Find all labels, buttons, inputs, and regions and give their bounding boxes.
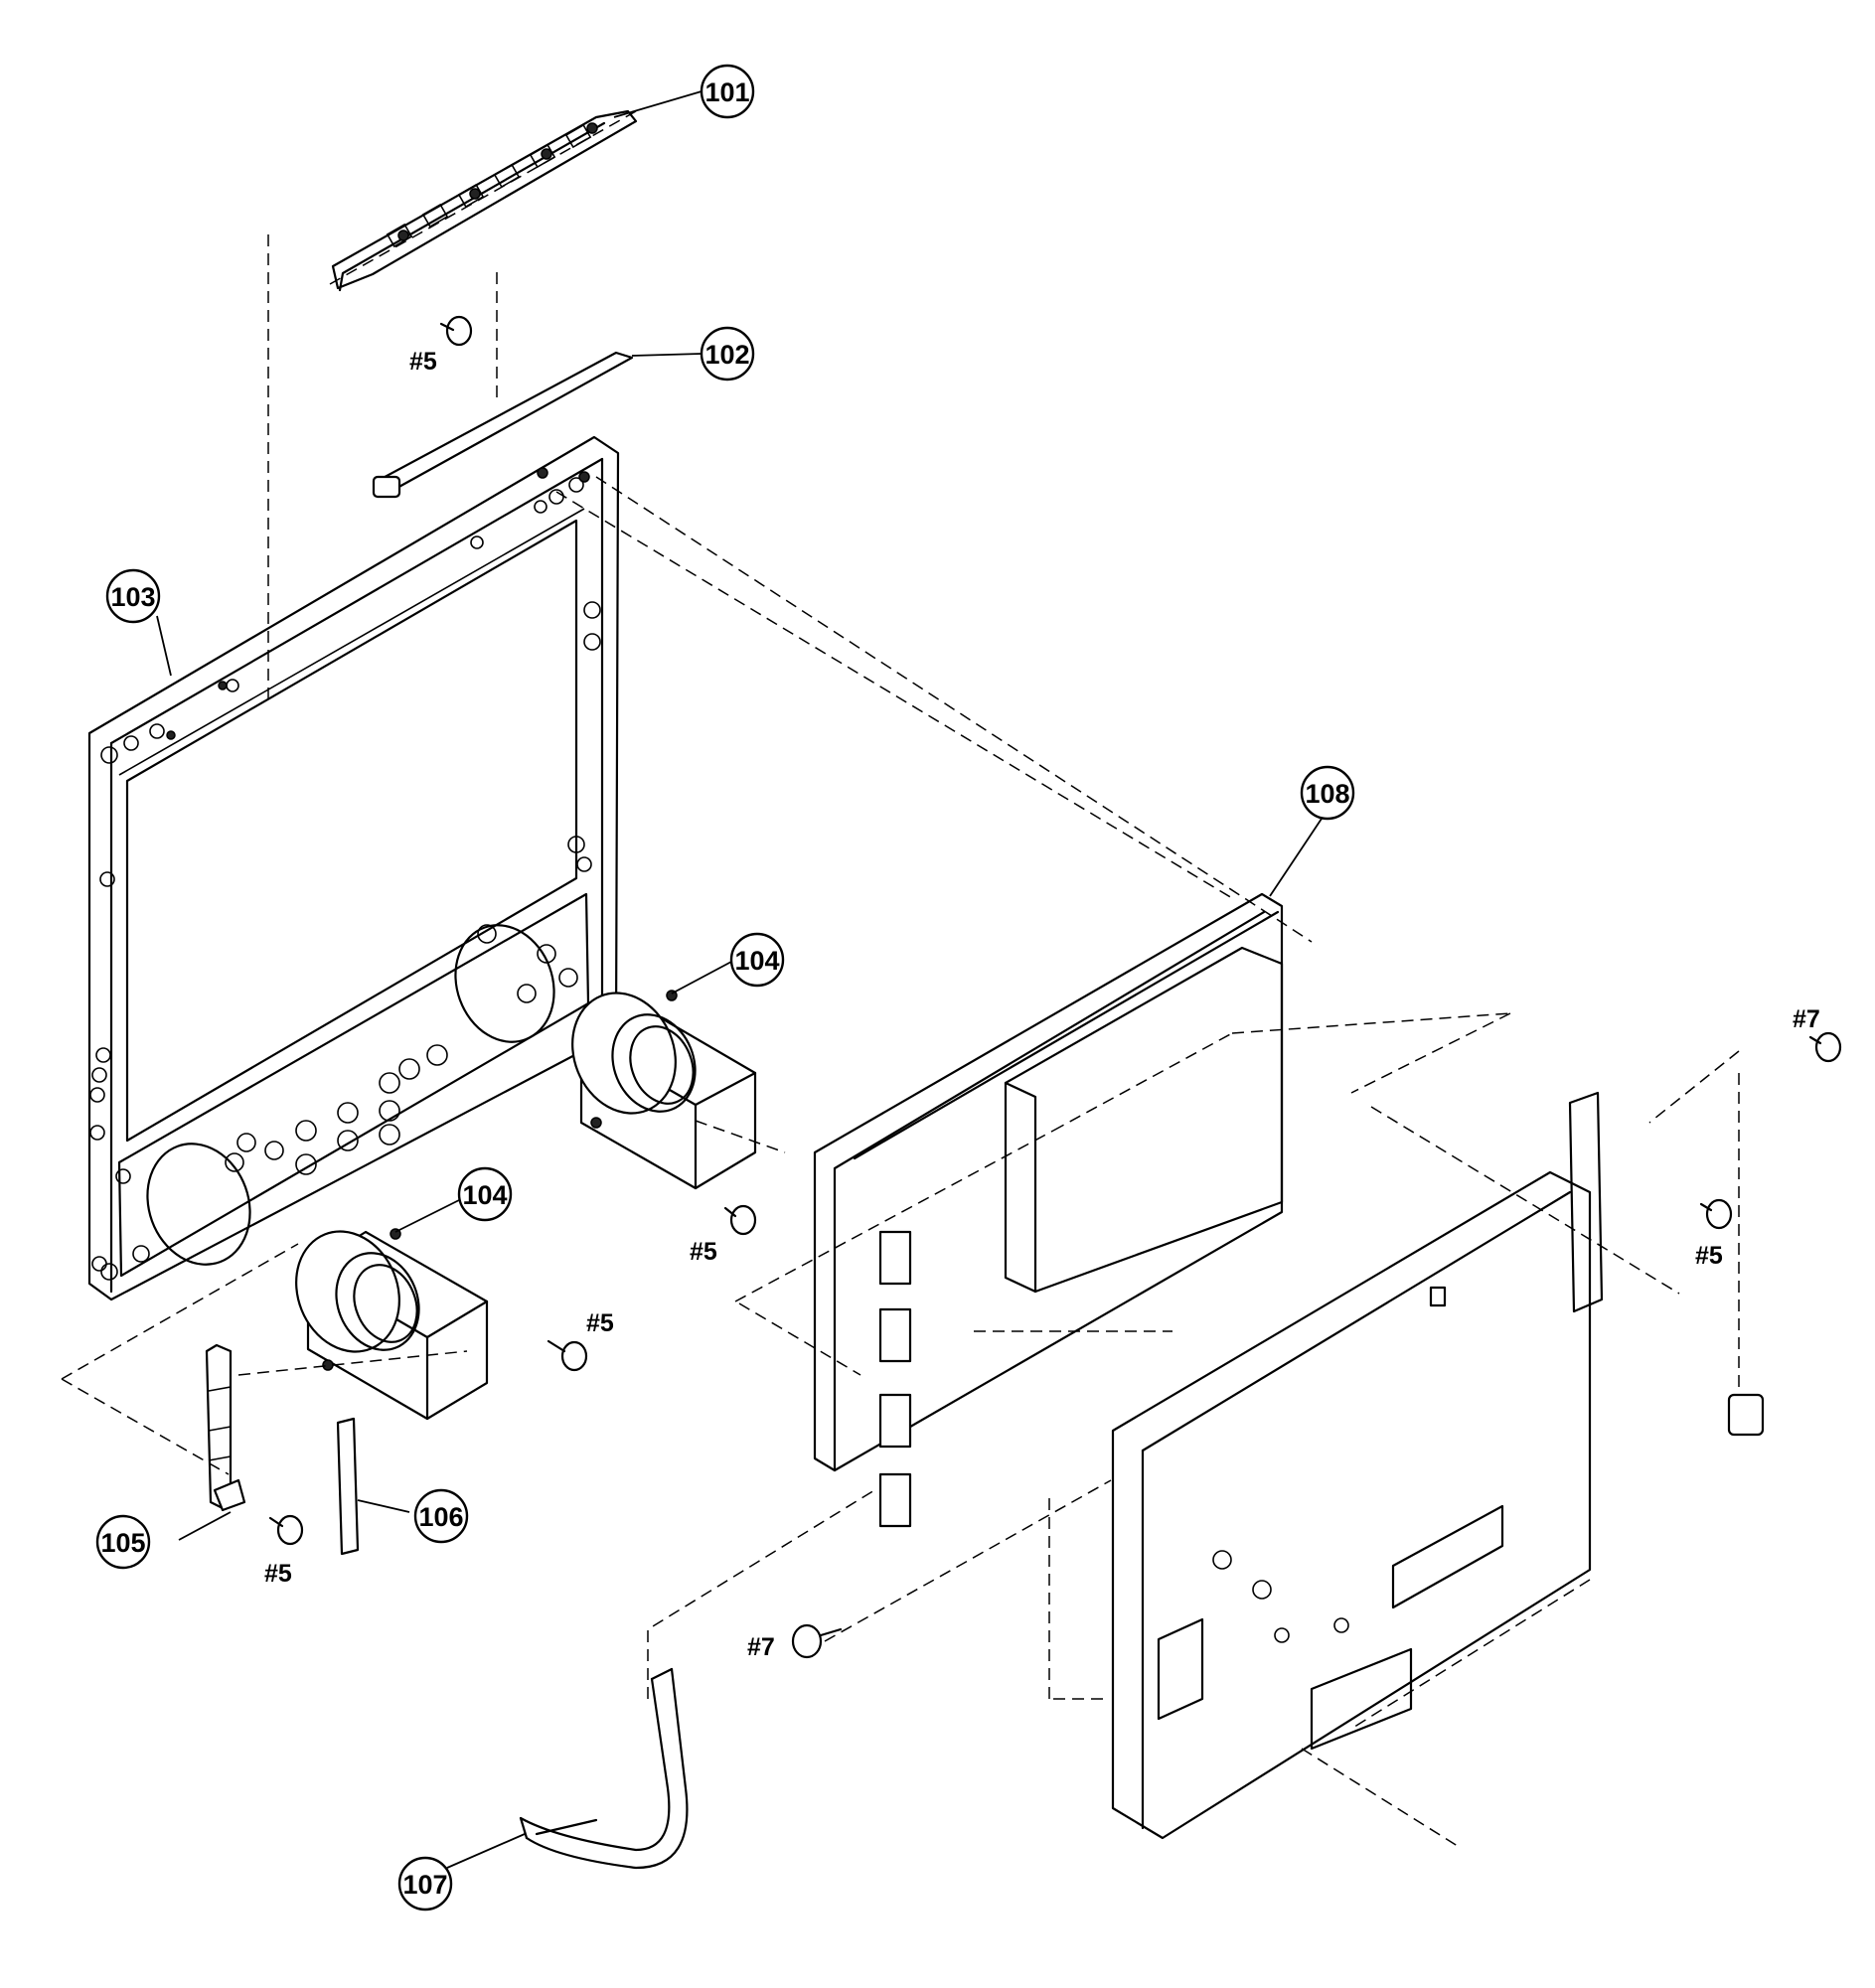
callout-106: 106 bbox=[413, 1488, 469, 1544]
svg-text:104: 104 bbox=[734, 946, 779, 976]
screw-label-7-bottom: #7 bbox=[747, 1633, 775, 1661]
part-108-chassis-board bbox=[813, 892, 1765, 1840]
callout-104-lower: 104 bbox=[457, 1166, 513, 1222]
callout-104-upper: 104 bbox=[729, 932, 785, 988]
part-104-speaker-upper bbox=[571, 990, 757, 1190]
callout-102: 102 bbox=[700, 326, 755, 382]
part-101-button-board bbox=[331, 109, 638, 292]
part-107-flat-cable bbox=[519, 1667, 689, 1870]
svg-text:104: 104 bbox=[462, 1180, 507, 1210]
callout-103: 103 bbox=[105, 568, 161, 624]
screw-label-5-top: #5 bbox=[409, 348, 437, 376]
screws bbox=[268, 315, 1842, 1659]
part-104-speaker-lower bbox=[295, 1228, 489, 1421]
part-102-bracket-strip bbox=[372, 351, 634, 499]
svg-text:106: 106 bbox=[418, 1502, 463, 1532]
svg-text:107: 107 bbox=[402, 1870, 447, 1900]
screw-label-5-speaker-upper: #5 bbox=[690, 1238, 717, 1266]
svg-text:108: 108 bbox=[1305, 779, 1349, 809]
screw-label-5-speaker-lower: #5 bbox=[586, 1309, 614, 1337]
leader-lines bbox=[156, 90, 1323, 1869]
callout-105: 105 bbox=[95, 1514, 151, 1570]
screw-label-7-right: #7 bbox=[1793, 1005, 1820, 1033]
part-105-bracket bbox=[205, 1343, 246, 1512]
svg-text:103: 103 bbox=[110, 582, 155, 612]
svg-text:102: 102 bbox=[704, 340, 749, 370]
screw-label-5-right: #5 bbox=[1695, 1242, 1723, 1270]
callout-107: 107 bbox=[397, 1856, 453, 1912]
svg-text:105: 105 bbox=[100, 1528, 145, 1558]
part-106-strip bbox=[336, 1417, 360, 1556]
screw-label-5-bracket: #5 bbox=[264, 1560, 292, 1588]
callout-108: 108 bbox=[1300, 765, 1355, 821]
part-103-front-bezel bbox=[87, 435, 620, 1301]
callout-101: 101 bbox=[700, 64, 755, 119]
svg-text:101: 101 bbox=[704, 77, 749, 107]
assembly-guide-lines bbox=[61, 110, 1740, 1849]
